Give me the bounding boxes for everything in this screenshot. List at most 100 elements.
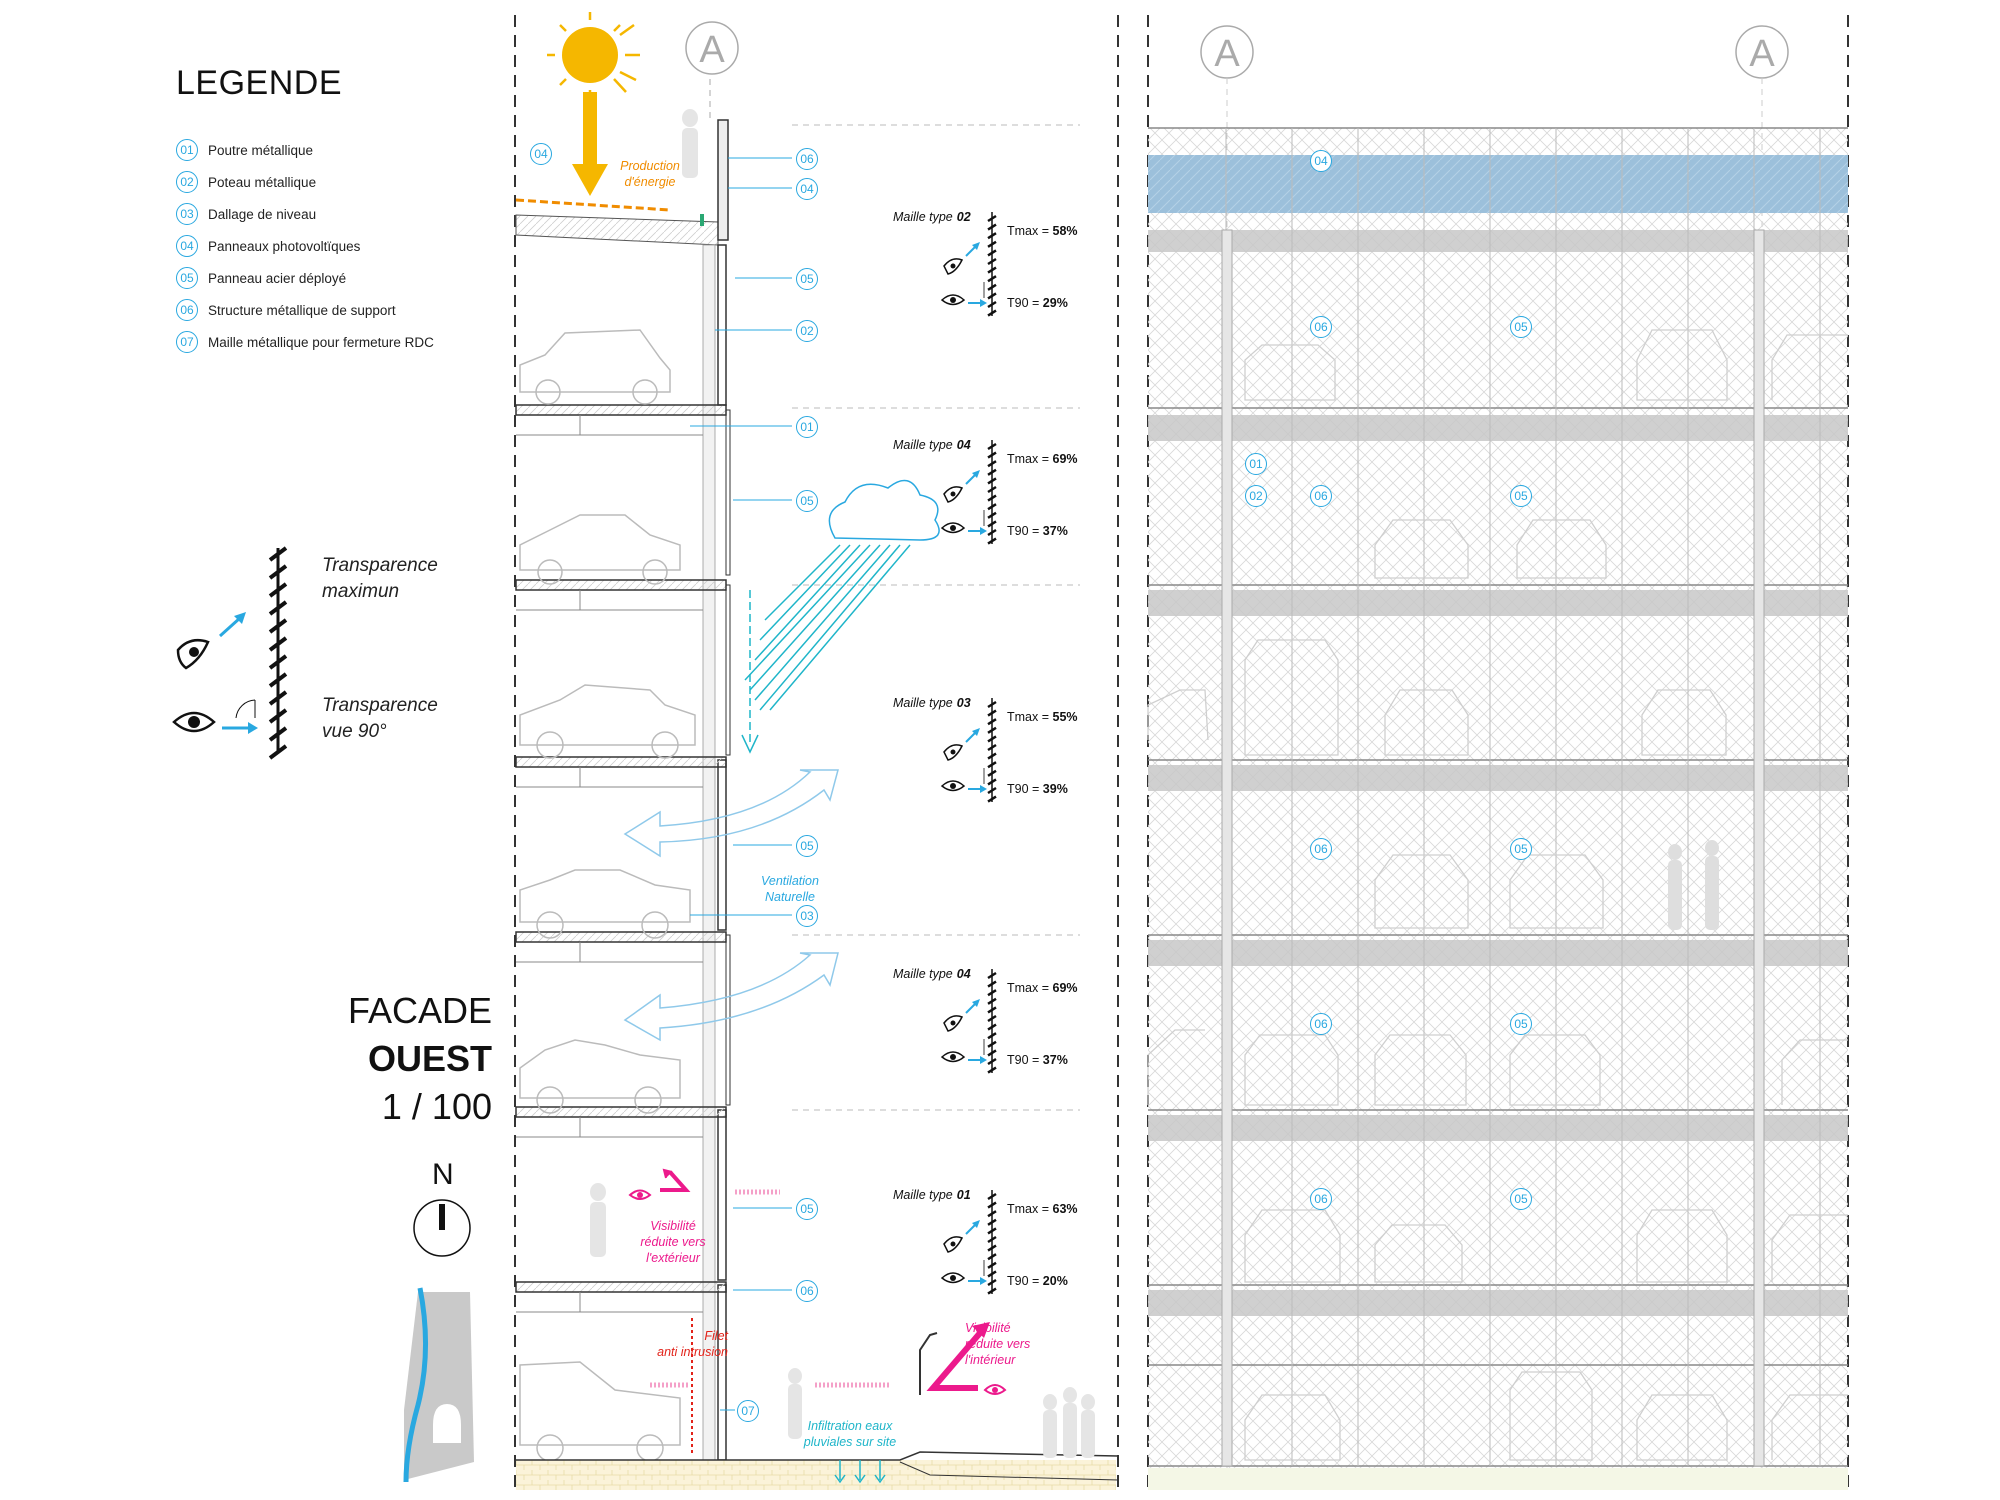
elevation-tag: 04 — [1310, 150, 1332, 172]
mesh-type-number: 04 — [956, 967, 971, 981]
tmax-value: Tmax = 69% — [1007, 981, 1078, 995]
visibility-interior-label: Visibilité réduite vers l'intérieur — [965, 1320, 1065, 1368]
elevation-tag: 06 — [1310, 485, 1332, 507]
legend-item: 06 Structure métallique de support — [176, 299, 396, 321]
t90-label: T90 = — [1007, 1274, 1043, 1288]
mesh-type-text: Maille type — [893, 696, 953, 710]
transparency-90-line1: Transparence — [322, 695, 438, 716]
section-tag: 05 — [796, 268, 818, 290]
t90-label: T90 = — [1007, 524, 1043, 538]
visibility-exterior-label: Visibilité réduite vers l'extérieur — [618, 1218, 728, 1266]
mesh-transparency-icon — [940, 1190, 997, 1295]
t90-value: T90 = 37% — [1007, 524, 1068, 538]
t90-value: T90 = 29% — [1007, 296, 1068, 310]
mesh-transparency-icon — [940, 440, 997, 545]
section-tag: 07 — [737, 1400, 759, 1422]
section-tag: 05 — [796, 490, 818, 512]
t90-value: T90 = 20% — [1007, 1274, 1068, 1288]
legend-item-number: 03 — [176, 203, 198, 225]
legend-title: LEGENDE — [176, 64, 342, 102]
elevation-tag: 05 — [1510, 485, 1532, 507]
energy-production-label: Production d'énergie — [600, 158, 700, 190]
visibility-arrows — [628, 1168, 1007, 1395]
legend-item: 02 Poteau métallique — [176, 171, 316, 193]
tmax-label: Tmax = — [1007, 224, 1053, 238]
grid-axis-label: A — [1214, 33, 1240, 75]
legend-item-number: 06 — [176, 299, 198, 321]
mesh-type-text: Maille type — [893, 1188, 953, 1202]
tmax-value: Tmax = 63% — [1007, 1202, 1078, 1216]
visibility-ext-line3: l'extérieur — [646, 1251, 700, 1265]
eye-icon — [176, 639, 210, 670]
visibility-int-line2: réduite vers — [965, 1337, 1031, 1351]
t90-number: 20% — [1042, 1274, 1068, 1288]
section-tag: 06 — [796, 148, 818, 170]
building-section: A — [514, 12, 1119, 1490]
elevation-tag: 06 — [1310, 838, 1332, 860]
infiltration-line2: pluviales sur site — [803, 1435, 897, 1449]
grid-axis-bubble: A — [685, 21, 739, 75]
visibility-int-line1: Visibilité — [965, 1321, 1011, 1335]
grid-axis-label: A — [699, 29, 725, 71]
legend-item-label: Maille métallique pour fermeture RDC — [208, 334, 434, 350]
transparency-max-line1: Transparence — [322, 555, 438, 576]
ventilation-label-line1: Ventilation — [761, 874, 819, 888]
grid-axis-bubble: A — [1200, 25, 1254, 79]
tmax-value: Tmax = 55% — [1007, 710, 1078, 724]
rain-cloud-icon — [741, 479, 940, 754]
elevation-tag: 02 — [1245, 485, 1267, 507]
t90-number: 37% — [1042, 1053, 1068, 1067]
elevation-tag: 05 — [1510, 838, 1532, 860]
legend-item-label: Structure métallique de support — [208, 302, 396, 318]
section-tag: 05 — [796, 835, 818, 857]
elevation-tag: 01 — [1245, 453, 1267, 475]
north-label: N — [432, 1158, 454, 1191]
visibility-ext-line1: Visibilité — [650, 1219, 696, 1233]
energy-label-line2: d'énergie — [624, 175, 676, 189]
tmax-label: Tmax = — [1007, 1202, 1053, 1216]
section-tag: 01 — [796, 416, 818, 438]
elevation-tag: 06 — [1310, 316, 1332, 338]
mesh-icons — [940, 212, 997, 1295]
section-tag: 02 — [796, 320, 818, 342]
section-tag: 05 — [796, 1198, 818, 1220]
transparency-max-label: Transparence maximun — [322, 553, 462, 605]
tmax-value: Tmax = 69% — [1007, 452, 1078, 466]
legend-item-label: Poteau métallique — [208, 174, 317, 190]
elevation-tag: 05 — [1510, 1188, 1532, 1210]
north-arrow — [413, 1199, 471, 1257]
grid-axis-label: A — [1749, 33, 1775, 75]
visibility-ext-line2: réduite vers — [640, 1235, 706, 1249]
legend-item-number: 02 — [176, 171, 198, 193]
mesh-type-text: Maille type — [893, 210, 953, 224]
filet-line2: anti intrusion — [657, 1345, 728, 1359]
transparency-90-line2: vue 90° — [322, 721, 387, 742]
legend-item-number: 01 — [176, 139, 198, 161]
section-tag: 04 — [530, 143, 552, 165]
transparency-max-line2: maximun — [322, 581, 400, 602]
ventilation-label: Ventilation Naturelle — [740, 873, 840, 905]
t90-value: T90 = 37% — [1007, 1053, 1068, 1067]
section-tag: 06 — [796, 1280, 818, 1302]
t90-label: T90 = — [1007, 782, 1043, 796]
t90-value: T90 = 39% — [1007, 782, 1068, 796]
mesh-type-number: 04 — [956, 438, 971, 452]
t90-number: 37% — [1042, 524, 1068, 538]
facade-title-line2: OUEST — [367, 1038, 492, 1079]
elevation-tag: 05 — [1510, 316, 1532, 338]
tmax-number: 63% — [1052, 1202, 1078, 1216]
visibility-int-line3: l'intérieur — [965, 1353, 1016, 1367]
t90-number: 39% — [1042, 782, 1068, 796]
tmax-label: Tmax = — [1007, 981, 1053, 995]
